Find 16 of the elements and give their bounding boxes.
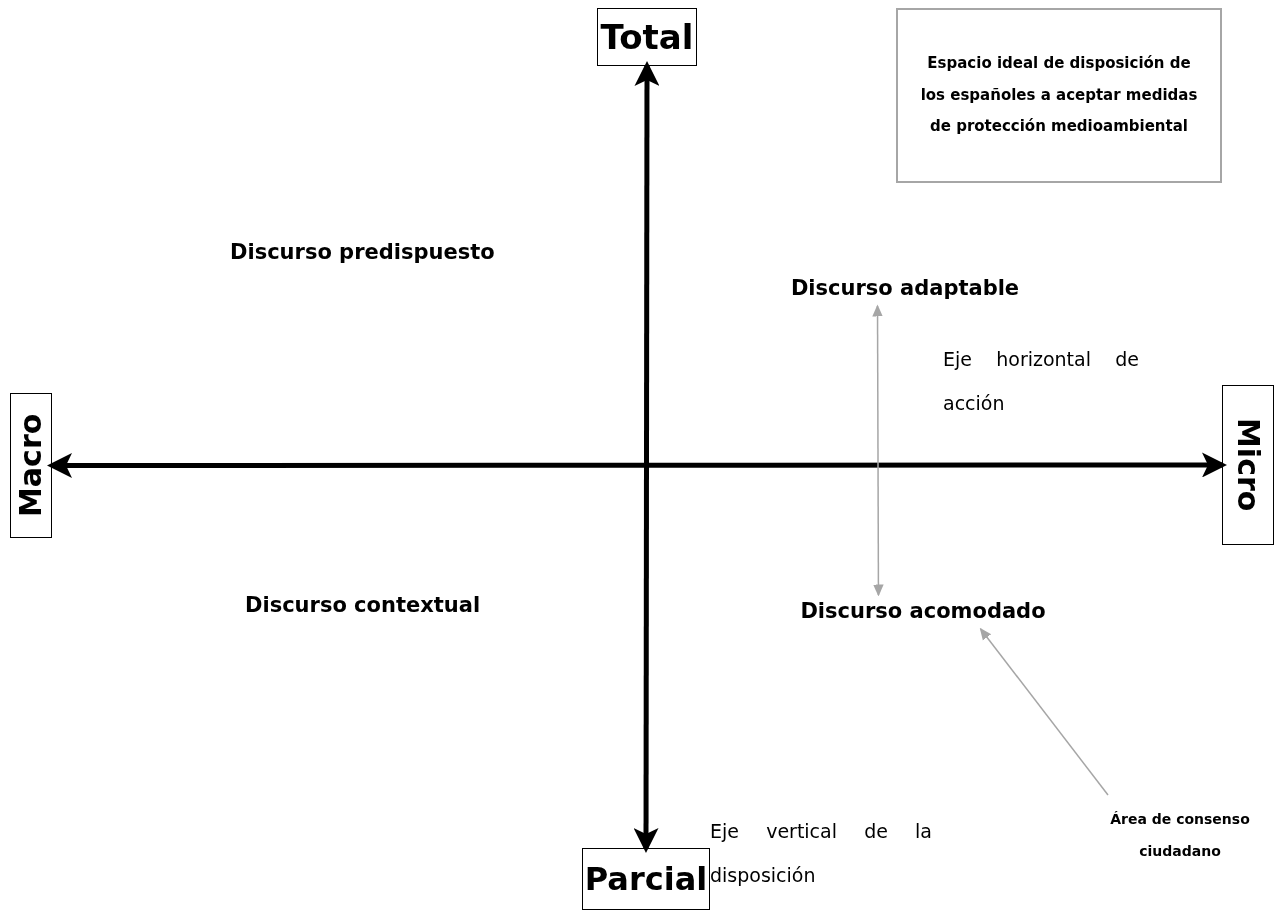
axis-caption: Eje horizontal de acción xyxy=(943,347,1139,416)
arrow xyxy=(872,304,884,597)
axis-arrow xyxy=(633,61,660,853)
quadrant-label: Discurso acomodado xyxy=(792,595,1054,629)
quadrant-label: Discurso contextual xyxy=(245,593,482,619)
callout-text: Área de consenso ciudadano xyxy=(1100,795,1260,875)
axis-end-box: Parcial xyxy=(582,848,710,910)
axis-end-box: Total xyxy=(597,8,697,66)
note-box: Espacio ideal de disposición de los españoles a aceptar medidas de protección medioambiental xyxy=(896,8,1222,183)
axis-end-box: Micro xyxy=(1222,385,1274,545)
quadrant-label: Discurso predispuesto xyxy=(230,240,496,266)
axis-arrow xyxy=(47,452,1227,478)
arrow xyxy=(979,627,1109,796)
axis-caption: Eje vertical de la disposición xyxy=(710,819,932,888)
axis-end-box: Macro xyxy=(10,393,52,538)
quadrant-label: Discurso adaptable xyxy=(780,272,1030,306)
